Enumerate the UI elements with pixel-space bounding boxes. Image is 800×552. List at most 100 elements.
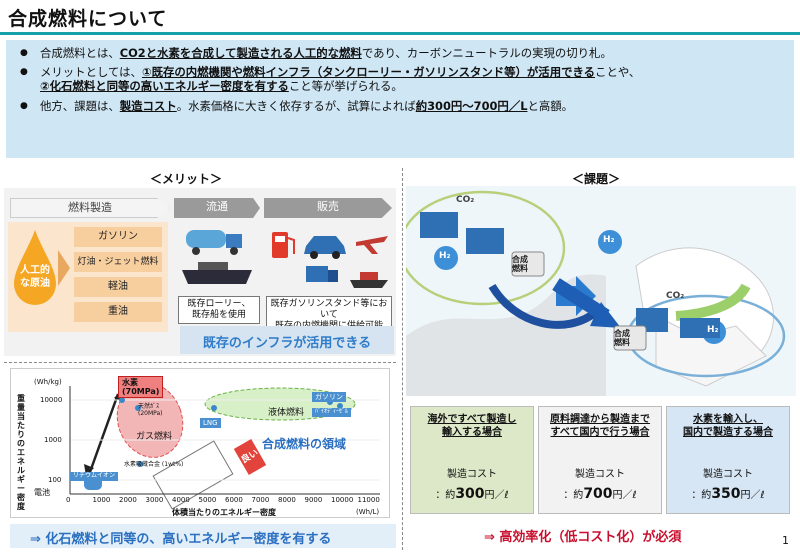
- h2-label-a: H₂: [439, 251, 451, 261]
- direction-arrow: [88, 393, 120, 473]
- cost-prefix: ：約: [435, 490, 456, 501]
- issues-heading: ＜課題＞: [572, 172, 621, 186]
- bullet-text: であり、カーボンニュートラルの実現の切り札。: [361, 46, 612, 60]
- y-tick: 10000: [40, 396, 63, 404]
- shipping-route: [488, 283, 599, 329]
- liquid-fuel-label: 液体燃料: [268, 408, 305, 418]
- issues-caption: ⇒ 高効率化（低コスト化）が必須: [484, 530, 682, 545]
- x-tick: 11000: [357, 496, 380, 504]
- truck-ship-icon: [182, 230, 252, 284]
- h2-label-b: H₂: [603, 235, 615, 245]
- cost-number: 700: [583, 486, 613, 502]
- good-arrow-box: [152, 440, 234, 510]
- bullet-text: こと等が挙げられる。: [288, 79, 403, 93]
- x-tick: 10000: [331, 496, 354, 504]
- fuel-kerosene-jet: 灯油・ジェット燃料: [74, 252, 162, 272]
- bullet-emphasis: 製造コスト: [119, 99, 177, 113]
- bullet-emphasis: ②化石燃料と同等の高いエネルギー密度を有する: [40, 79, 289, 93]
- h2-badge-a: [434, 246, 458, 270]
- bullet-2: メリットとしては、①既存の内燃機関や燃料インフラ（タンクローリー・ガソリンスタン…: [18, 65, 784, 93]
- infra-caption: 既存のインフラが活用できる: [202, 336, 372, 351]
- gasoline-label: ガソリン: [312, 392, 346, 403]
- infra-caption-bg: [180, 326, 394, 354]
- y-unit-label: (Wh/kg): [34, 378, 62, 386]
- cost-unit: 円／ℓ: [612, 490, 637, 501]
- x-axis-title: 体積当たりのエネルギー密度: [172, 508, 276, 517]
- x-tick: 3000: [145, 496, 164, 504]
- scenario-title: 海外ですべて製造し 輸入する場合: [427, 414, 517, 438]
- cost-label: 製造コスト: [447, 469, 497, 480]
- stage-manufacture: 燃料製造: [10, 198, 170, 218]
- lithium-label: リチウムイオン: [70, 472, 119, 481]
- bullet-continuation: ②化石燃料と同等の高いエネルギー密度を有すること等が挙げられる。: [40, 79, 784, 93]
- bullet-text: ことや、: [595, 65, 641, 79]
- synthetic-fuel-region-label: 合成燃料の領域: [262, 437, 347, 451]
- x-tick: 8000: [278, 496, 296, 504]
- y-tick: 100: [48, 476, 62, 484]
- bullet-text: メリットとしては、: [40, 65, 142, 79]
- cost-prefix: ：約: [691, 490, 712, 501]
- hydrogen-label: 水素 (70MPa): [118, 376, 164, 399]
- cost-unit: 円／ℓ: [484, 490, 509, 501]
- natural-gas-point: [135, 405, 141, 411]
- co2-label-overseas: CO₂: [456, 195, 475, 205]
- x-tick: 7000: [251, 496, 270, 504]
- biodiesel-label: ﾊﾞｲｵﾃﾞｨｰｾﾞﾙ: [312, 408, 352, 417]
- factory-d-icon: [680, 318, 720, 338]
- density-caption: ⇒ 化石燃料と同等の、高いエネルギー密度を有する: [30, 532, 332, 547]
- scenario-title: 原料調達から製造まで すべて国内で行う場合: [550, 414, 650, 438]
- big-arrow-head: [590, 302, 621, 328]
- cost-prefix: ：約: [563, 490, 584, 501]
- cost-scenario-card: 原料調達から製造まで すべて国内で行う場合製造コスト ：約700円／ℓ: [538, 406, 662, 514]
- bullet-emphasis: ①既存の内燃機関や燃料インフラ（タンクローリー・ガソリンスタンド等）が活用できる: [141, 65, 596, 79]
- x-tick: 2000: [119, 496, 137, 504]
- co2-label-domestic: CO₂: [666, 291, 685, 301]
- hydrogen-point: [119, 397, 125, 403]
- lng-point: [211, 405, 217, 411]
- h2-return-arrow: [675, 283, 751, 321]
- biodiesel-point: [337, 403, 343, 409]
- h2-label-c: H₂: [707, 325, 719, 335]
- x-tick: 9000: [304, 496, 323, 504]
- scenario-title: 水素を輸入し、 国内で製造する場合: [683, 414, 773, 438]
- cost-value: ：約700円／ℓ: [539, 486, 661, 502]
- fuel-diesel: 軽油: [74, 277, 162, 297]
- x-tick: 1000: [92, 496, 111, 504]
- y-tick: 1000: [44, 436, 62, 444]
- distribution-note: 既存ローリー、 既存船を使用: [178, 296, 260, 324]
- battery-label: 電池: [34, 488, 50, 497]
- factory-b-icon: [466, 228, 504, 254]
- bullet-3: 他方、課題は、製造コスト。水素価格に大きく依存するが、試算によれば約300円～7…: [18, 99, 784, 113]
- stage-sales: 販売: [264, 198, 392, 218]
- merit-heading: ＜メリット＞: [150, 172, 223, 186]
- cost-scenario-card: 水素を輸入し、 国内で製造する場合製造コスト：約350円／ℓ: [666, 406, 790, 514]
- x-tick: 4000: [172, 496, 190, 504]
- fuel-gasoline: ガソリン: [74, 227, 162, 247]
- x-unit-label: (Wh/L): [356, 508, 380, 516]
- bullet-text: と高額。: [527, 99, 574, 113]
- lng-label: LNG: [200, 418, 221, 429]
- cost-value: ：約300円／ℓ: [411, 486, 533, 502]
- natural-gas-label: 天然ｶﾞｽ (20MPa): [138, 403, 163, 417]
- bullet-text: 合成燃料とは、: [40, 46, 120, 60]
- synthetic-fuel-label-a: 合成 燃料: [512, 255, 528, 273]
- stage-distribution: 流通: [174, 198, 260, 218]
- x-tick: 5000: [198, 496, 217, 504]
- page-number: 1: [782, 534, 789, 547]
- x-tick: 6000: [225, 496, 243, 504]
- bullet-text: 。水素価格に大きく依存するが、試算によれば: [176, 99, 416, 113]
- bullet-emphasis: CO2と水素を合成して製造される人工的な燃料: [119, 46, 362, 60]
- cost-label: 製造コスト: [575, 469, 625, 480]
- overseas-cluster: [406, 190, 566, 306]
- bullet-text: 他方、課題は、: [40, 99, 120, 113]
- fuel-tank-b: [613, 325, 647, 351]
- cost-unit: 円／ℓ: [740, 490, 765, 501]
- fuel-heavy-oil: 重油: [74, 302, 162, 322]
- supply-map: [406, 186, 796, 396]
- gas-fuel-label: ガス燃料: [136, 432, 173, 442]
- station-vehicles-icon: [272, 232, 388, 288]
- bullet-emphasis: 約300円～700円／L: [415, 99, 528, 113]
- cost-number: 300: [455, 486, 485, 502]
- summary-box: 合成燃料とは、CO2と水素を合成して製造される人工的な燃料であり、カーボンニュー…: [6, 40, 794, 158]
- page-title: 合成燃料について: [8, 8, 168, 30]
